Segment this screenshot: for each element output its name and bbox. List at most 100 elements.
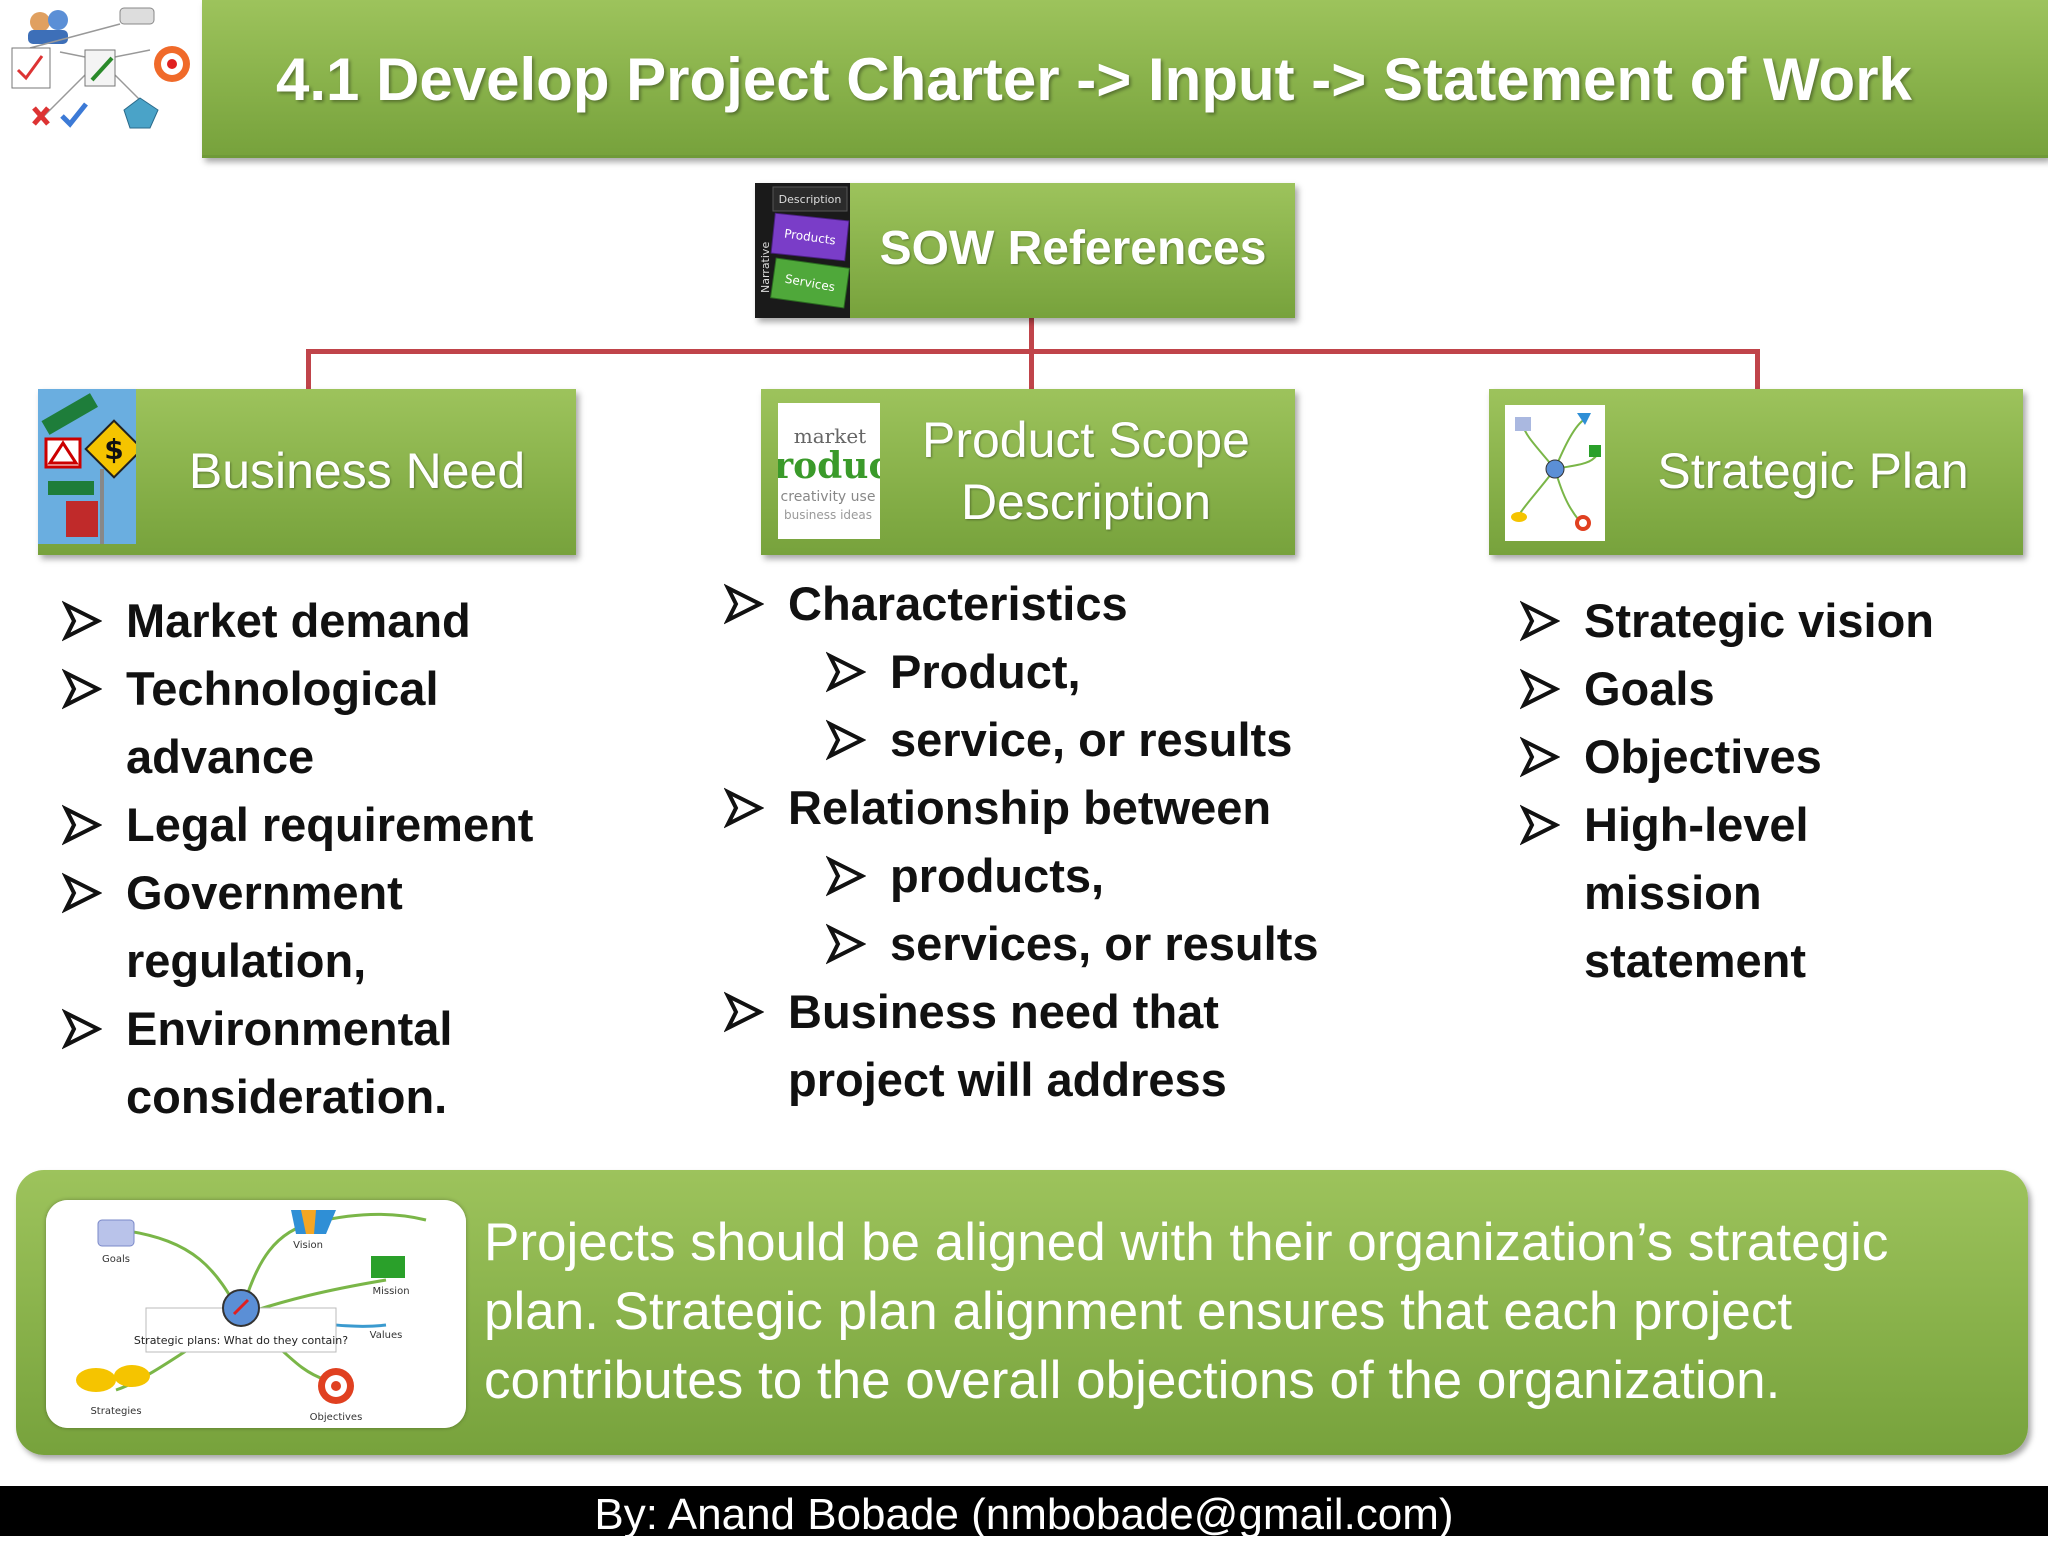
strategic-plan-label: Strategic Plan	[1657, 443, 1969, 499]
list-item-text: advance	[126, 730, 315, 783]
list-item-text: consideration.	[126, 1070, 448, 1123]
list-item: Legal requirement	[61, 791, 582, 859]
list-item: Characteristics	[723, 570, 1364, 638]
list-item: consideration.	[62, 1063, 582, 1131]
author-credit: By: Anand Bobade (nmbobade@gmail.com)	[594, 1490, 1454, 1539]
list-item: Business need that	[723, 978, 1364, 1046]
list-item: mission	[1520, 859, 2020, 927]
banner-mindmap-vision: Vision	[293, 1240, 323, 1251]
list-item-text: mission	[1584, 866, 1762, 919]
list-item: Objectives	[1519, 723, 2020, 791]
list-item-text: regulation,	[126, 934, 367, 987]
list-item-text: Product,	[890, 645, 1081, 698]
footer-bar: By: Anand Bobade (nmbobade@gmail.com)	[0, 1486, 2048, 1539]
thumb-text-narrative: Narrative	[759, 242, 772, 293]
product-scope-label-line-1: Product Scope	[922, 412, 1250, 468]
list-item: project will address	[724, 1046, 1364, 1114]
page-title: 4.1 Develop Project Charter -> Input -> …	[276, 46, 1912, 113]
list-item-text: statement	[1584, 934, 1807, 987]
banner-mindmap-goals: Goals	[102, 1254, 130, 1265]
list-item: High-level	[1519, 791, 2020, 859]
bullet-arrow-icon	[825, 638, 867, 706]
banner-mindmap-center: Strategic plans: What do they contain?	[134, 1334, 348, 1347]
list-item: advance	[62, 723, 582, 791]
svg-text:product: product	[778, 445, 880, 487]
banner-mindmap-objectives: Objectives	[310, 1412, 363, 1423]
product-scope-box: market product creativity use business i…	[761, 389, 1295, 555]
product-scope-label: Product Scope Description	[886, 409, 1286, 533]
project-charter-diagram-icon	[0, 0, 203, 155]
bullet-arrow-icon	[723, 570, 765, 638]
list-item: Market demand	[61, 587, 582, 655]
list-item: Technological	[61, 655, 582, 723]
banner-mindmap-strategies: Strategies	[90, 1406, 141, 1417]
bullet-arrow-icon	[723, 774, 765, 842]
list-item: Relationship between	[723, 774, 1364, 842]
bullet-arrow-icon	[1519, 655, 1561, 723]
product-word-cloud-icon: market product creativity use business i…	[778, 403, 880, 539]
bullet-arrow-icon	[61, 995, 103, 1063]
list-item-text: project will address	[788, 1053, 1227, 1106]
list-item-text: Market demand	[126, 594, 471, 647]
bullet-arrow-icon	[1519, 587, 1561, 655]
banner-mindmap-values: Values	[370, 1330, 403, 1341]
bullet-arrow-icon	[61, 859, 103, 927]
list-item-text: Objectives	[1584, 730, 1822, 783]
list-item: services, or results	[724, 910, 1364, 978]
svg-text:creativity use: creativity use	[781, 489, 876, 505]
title-bar	[202, 0, 2048, 158]
bullet-arrow-icon	[825, 842, 867, 910]
bullet-arrow-icon	[61, 587, 103, 655]
connector-vertical-root	[1029, 318, 1034, 352]
list-item: Product,	[724, 638, 1364, 706]
list-item-text: Government	[126, 866, 403, 919]
list-item: Government	[61, 859, 582, 927]
bullet-arrow-icon	[825, 706, 867, 774]
bullet-arrow-icon	[825, 910, 867, 978]
list-item-text: Environmental	[126, 1002, 453, 1055]
list-item-text: Relationship between	[788, 781, 1272, 834]
list-item-text: products,	[890, 849, 1105, 902]
strategic-plan-mindmap-icon	[1505, 405, 1605, 541]
slide-header: 4.1 Develop Project Charter -> Input -> …	[0, 0, 2048, 158]
bullet-arrow-icon	[1519, 791, 1561, 859]
road-signs-icon: $	[38, 389, 136, 544]
business-need-label: Business Need	[188, 443, 526, 499]
product-scope-label-line-2: Description	[960, 474, 1212, 530]
list-item-text: services, or results	[890, 917, 1319, 970]
products-services-keys-icon: Description Products Services Narrative	[755, 183, 850, 318]
bullet-arrow-icon	[61, 655, 103, 723]
list-item-text: Goals	[1584, 662, 1715, 715]
strategic-plans-mindmap-icon: Goals Vision Mission Values Strategic pl…	[46, 1200, 466, 1428]
bullet-arrow-icon	[723, 978, 765, 1046]
sow-references-box: Description Products Services Narrative …	[755, 183, 1295, 318]
svg-text:$: $	[104, 433, 123, 466]
list-item-text: High-level	[1584, 798, 1809, 851]
svg-text:business ideas: business ideas	[784, 508, 872, 522]
list-item: service, or results	[724, 706, 1364, 774]
connector-left	[306, 349, 311, 391]
connector-right	[1755, 349, 1760, 391]
list-item: products,	[724, 842, 1364, 910]
list-item: statement	[1520, 927, 2020, 995]
list-item: Strategic vision	[1519, 587, 2020, 655]
alignment-banner: Goals Vision Mission Values Strategic pl…	[16, 1170, 2028, 1455]
list-item-text: service, or results	[890, 713, 1293, 766]
list-item-text: Characteristics	[788, 577, 1128, 630]
business-need-box: $ Business Need	[38, 389, 576, 555]
thumb-text-description: Description	[779, 193, 842, 206]
bullet-arrow-icon	[1519, 723, 1561, 791]
alignment-text: Projects should be aligned with their or…	[484, 1213, 1889, 1410]
list-item: regulation,	[62, 927, 582, 995]
sow-references-label: SOW References	[879, 222, 1267, 275]
connector-middle	[1029, 349, 1034, 391]
list-item-text: Technological	[126, 662, 439, 715]
list-item-text: Strategic vision	[1584, 594, 1934, 647]
bullet-arrow-icon	[61, 791, 103, 859]
list-item: Goals	[1519, 655, 2020, 723]
strategic-plan-box: Strategic Plan	[1489, 389, 2023, 555]
list-item-text: Business need that	[788, 985, 1219, 1038]
